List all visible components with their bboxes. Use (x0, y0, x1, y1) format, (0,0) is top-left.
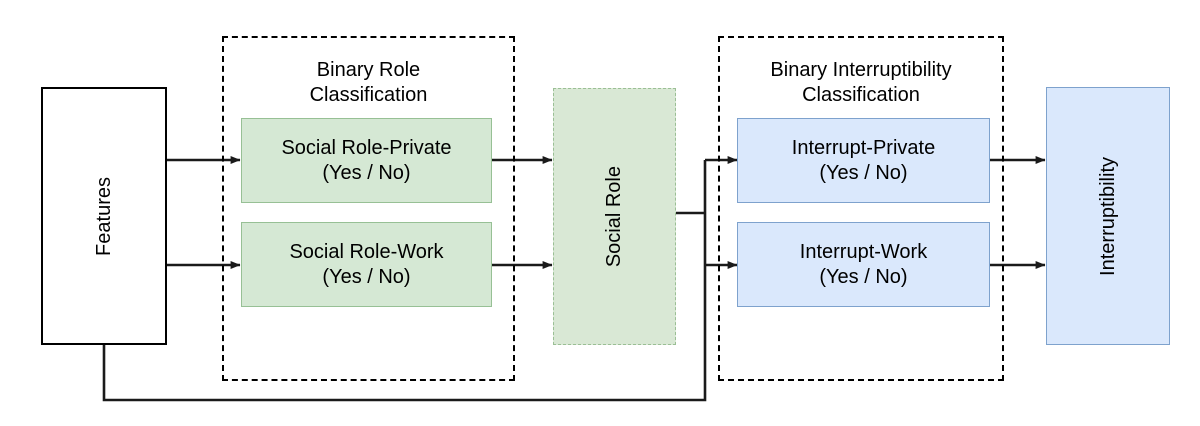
node-social-role[interactable]: Social Role (553, 88, 676, 345)
node-social-role-private[interactable]: Social Role-Private (Yes / No) (241, 118, 492, 203)
group-binary-role-classification: Binary Role Classification (222, 36, 515, 381)
node-interrupt-private[interactable]: Interrupt-Private (Yes / No) (737, 118, 990, 203)
group-binary-interruptibility-classification: Binary Interruptibility Classification (718, 36, 1004, 381)
group-interruptibility-title-line2: Classification (802, 84, 920, 106)
node-interrupt-private-sublabel: (Yes / No) (819, 161, 908, 184)
node-interrupt-private-label: Interrupt-Private (791, 137, 936, 160)
node-social-role-work[interactable]: Social Role-Work (Yes / No) (241, 222, 492, 307)
node-features-label: Features (92, 176, 115, 256)
node-interrupt-work[interactable]: Interrupt-Work (Yes / No) (737, 222, 990, 307)
node-social-role-work-label: Social Role-Work (289, 241, 444, 264)
node-interrupt-work-label: Interrupt-Work (799, 241, 928, 264)
group-role-title-line2: Classification (309, 84, 428, 106)
node-social-role-work-sublabel: (Yes / No) (322, 265, 411, 288)
group-role-title-line1: Binary Role (316, 59, 421, 81)
node-features[interactable]: Features (41, 87, 167, 345)
node-interrupt-work-sublabel: (Yes / No) (819, 265, 908, 288)
node-social-role-label: Social Role (603, 165, 626, 268)
node-interruptibility[interactable]: Interruptibility (1046, 87, 1170, 345)
node-social-role-private-sublabel: (Yes / No) (322, 161, 411, 184)
group-interruptibility-title-line1: Binary Interruptibility (770, 59, 952, 81)
node-social-role-private-label: Social Role-Private (281, 137, 452, 160)
group-binary-role-classification-title: Binary Role Classification (224, 58, 513, 108)
node-interruptibility-label: Interruptibility (1096, 156, 1119, 276)
group-binary-interruptibility-classification-title: Binary Interruptibility Classification (720, 58, 1002, 108)
